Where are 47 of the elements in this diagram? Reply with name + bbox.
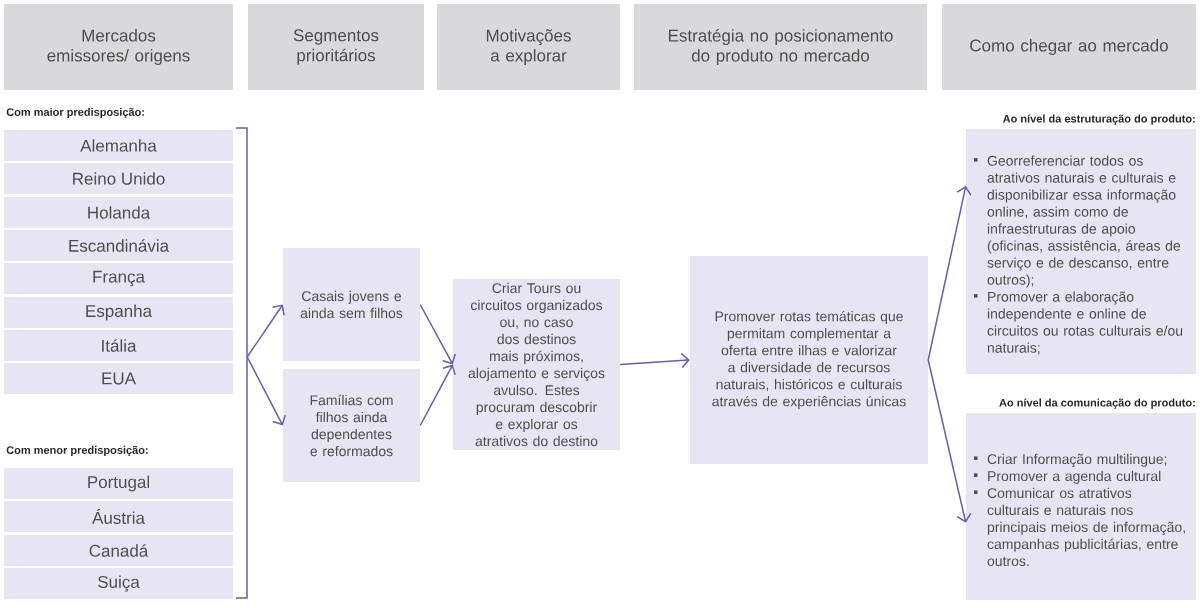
country-box: Canadá [4,535,233,566]
text-box: Promover rotas temáticas que permitam complementar a oferta entre ilhas e valorizar a diversidade de recursos naturais, históricos e culturais através de experiências únicas [690,256,928,464]
arrow [927,185,972,361]
node-label: Holanda [88,206,151,219]
bracket [235,127,248,599]
section-heading: Ao nível da comunicação do produto: [999,398,1195,409]
arrow [619,352,690,369]
arrow [246,356,287,426]
country-box: Suiça [4,568,233,599]
country-box: Holanda [4,197,233,228]
node-label: Reino Unido [73,172,165,185]
node-label: Espanha [86,304,153,321]
arrow [246,304,285,358]
text-box: Famílias com filhos ainda dependentes e reformados [283,369,420,482]
node-label: EUA [102,372,136,385]
section-heading: Ao nível da estruturação do produto: [1002,114,1195,125]
arrow [419,303,456,365]
country-box: França [4,263,233,294]
country-box: Escandinávia [4,230,233,261]
column-header: Motivações a explorar [437,4,620,90]
node-label: França [93,270,145,287]
country-box: Áustria [4,501,233,532]
country-box: EUA [4,363,233,394]
group-label: Com menor predisposição: [6,445,148,457]
arrow [927,359,972,523]
column-header: Mercados emissores/ origens [4,4,233,90]
node-label: Itália [102,339,137,352]
country-box: Portugal [4,468,233,499]
country-box: Reino Unido [4,163,233,194]
node-label: Portugal [88,475,150,492]
node-label: Canadá [89,544,149,557]
node-label: Suiça [98,575,140,592]
text-box: Casais jovens e ainda sem filhos [283,248,420,361]
country-box: Alemanha [4,130,233,161]
bullet-list-box: Criar Informação multilingue; Promover a agenda cultural Comunicar os atrativos culturais e naturais nos principais meios de informação, campanhas publicitárias, entre outros. [966,413,1196,600]
node-label: Escandinávia [69,239,170,252]
column-header: Segmentos prioritários [248,4,424,90]
node-label: Alemanha [80,139,157,152]
node-label: Áustria [92,509,145,524]
column-header: Como chegar ao mercado [942,4,1196,90]
arrow [419,364,456,427]
country-box: Espanha [4,297,233,328]
group-label: Com maior predisposição: [6,107,144,119]
column-header: Estratégia no posicionamento do produto no mercado [634,4,927,90]
text-box: Criar Tours ou circuitos organizados ou, no caso dos destinos mais próximos, alojamento e serviços avulso. Estes procuram descobrir e explorar os atrativos do destino [453,279,620,450]
country-box: Itália [4,330,233,361]
bullet-list-box: Georreferenciar todos os atrativos naturais e culturais e disponibilizar essa informação online, assim como de infraestruturas de apoio (oficinas, assistência, áreas de serviço e de descanso, entre outros); Promover a elaboração independente e online de circuitos ou rotas culturais e/ou naturais; [966,129,1196,374]
